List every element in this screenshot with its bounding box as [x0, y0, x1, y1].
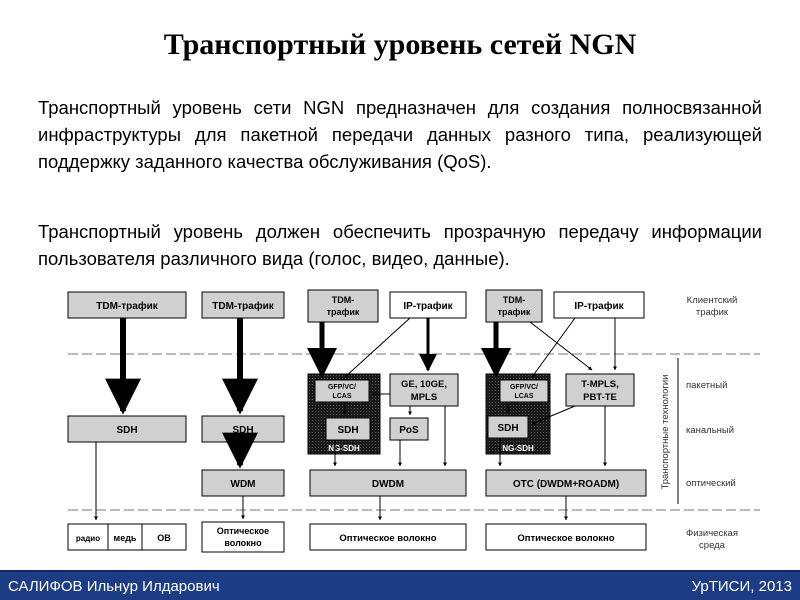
col3-gfp-line2: LCAS [332, 393, 351, 400]
col3-pos-label: PoS [399, 425, 419, 436]
col1-tdm-label: TDM-трафик [96, 300, 158, 312]
label-optical: оптический [686, 478, 736, 489]
col3-pos-box [389, 417, 429, 441]
col3-fiber-box [309, 523, 467, 551]
col2-fiber-box [201, 521, 285, 553]
col2-fiber-line1: Оптическое [217, 526, 269, 536]
footer-organization: УрТИСИ, 2013 [691, 578, 792, 595]
col4-tdm-box [485, 289, 543, 323]
col4-tmpls-line2: PBT-TE [583, 392, 617, 403]
media-radio-label: радио [76, 534, 100, 543]
arrow-col4-tmpls-sdh [531, 405, 576, 425]
col4-tdm-line1: TDM- [503, 295, 526, 305]
col4-fiber-label: Оптическое волокно [517, 533, 614, 544]
col4-ngsdh-label: NG-SDH [502, 444, 534, 453]
col3-sdh-box [325, 417, 371, 441]
col3-ge-line2: MPLS [411, 392, 437, 403]
col3-dwdm-label: DWDM [372, 479, 404, 490]
label-channel: канальный [686, 425, 734, 436]
col2-fiber-line2: волокно [224, 538, 262, 548]
arrow-col4-ip-gfp [531, 317, 576, 378]
col3-gfp-box [314, 379, 370, 403]
col2-tdm-label: TDM-трафик [212, 300, 274, 312]
arrow-col4-tdm-tmpls [529, 321, 593, 371]
col3-tdm-line1: TDM- [332, 295, 355, 305]
col3-ip-box [389, 291, 467, 319]
col4-gfp-box [499, 379, 549, 403]
col4-otc-box [485, 469, 647, 497]
label-client-line2: трафик [696, 307, 729, 318]
col2-sdh-box [201, 415, 285, 443]
col2-wdm-label: WDM [231, 479, 256, 490]
col1-sdh-box [67, 415, 187, 443]
label-packet: пакетный [686, 380, 727, 391]
label-client-line1: Клиентский [687, 295, 738, 306]
col4-tdm-line2: трафик [498, 307, 531, 317]
col4-otc-label: OTC (DWDM+ROADM) [513, 479, 619, 490]
paragraph-requirement: Транспортный уровень должен обеспечить п… [38, 221, 762, 269]
media-fiber-label: ОВ [157, 533, 171, 543]
col3-dwdm-box [309, 469, 467, 497]
col3-ngsdh-label: NG-SDH [328, 444, 360, 453]
footer-author: САЛИФОВ Ильнур Илдарович [8, 578, 220, 595]
col3-tdm-box [307, 289, 379, 323]
col3-tdm-line2: трафик [327, 307, 360, 317]
col1-media-box [67, 523, 187, 551]
col4-fiber-box [485, 523, 647, 551]
footer-bar: САЛИФОВ Ильнур Илдарович УрТИСИ, 2013 [0, 570, 800, 600]
label-transport-technologies: Транспортные технологии [660, 374, 671, 489]
label-physical-line2: среда [699, 540, 726, 551]
col4-gfp-line2: LCAS [514, 393, 533, 400]
col1-tdm-box [67, 291, 187, 319]
col4-tmpls-line1: T-MPLS, [581, 379, 618, 390]
col4-tmpls-box [565, 373, 635, 407]
slide-title: Транспортный уровень сетей NGN [163, 28, 637, 61]
col4-sdh-box [487, 415, 529, 439]
col2-wdm-box [201, 469, 285, 497]
col3-gfp-line1: GFP/VC/ [328, 384, 356, 391]
media-copper-label: медь [114, 533, 137, 543]
col2-tdm-box [201, 291, 285, 319]
col3-ip-label: IP-трафик [403, 300, 453, 312]
col4-sdh-label: SDH [497, 423, 518, 434]
arrow-col3-ip-gfp [344, 317, 411, 378]
col4-gfp-line1: GFP/VC/ [510, 384, 538, 391]
paragraph-purpose: Транспортный уровень сети NGN предназнач… [38, 97, 762, 172]
label-physical-line1: Физическая [686, 528, 738, 539]
col2-sdh-label: SDH [232, 425, 253, 436]
col3-fiber-label: Оптическое волокно [339, 533, 436, 544]
col1-sdh-label: SDH [116, 425, 137, 436]
col3-ge-box [389, 373, 459, 407]
col4-ip-box [553, 291, 645, 319]
col3-ge-line1: GE, 10GE, [401, 379, 447, 390]
col4-ip-label: IP-трафик [574, 300, 624, 312]
transport-diagram: TDM-трафик SDH радио медь ОВ TDM-трафик … [67, 289, 760, 553]
col3-sdh-label: SDH [337, 425, 358, 436]
